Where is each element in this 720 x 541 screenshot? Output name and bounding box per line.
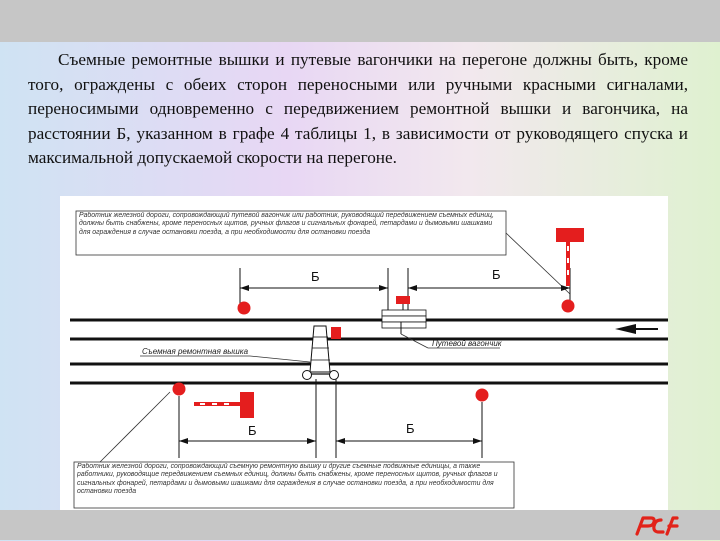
protection-diagram: Работник железной дороги, сопровождающий…	[60, 196, 668, 510]
distance-label: Б	[311, 269, 320, 284]
red-signal-disc	[172, 382, 186, 396]
top-note-box	[75, 210, 507, 256]
direction-arrow	[615, 324, 658, 334]
upper-dimensions	[239, 268, 571, 312]
hand-flag-signal	[194, 392, 254, 418]
bottom-note-box	[73, 461, 515, 509]
red-signal-disc	[475, 388, 489, 402]
distance-label: Б	[492, 267, 501, 282]
repair-tower	[302, 325, 341, 380]
distance-label: Б	[406, 421, 415, 436]
top-note-leader	[505, 232, 571, 295]
bottom-note-leader	[99, 391, 171, 463]
top-bar	[0, 0, 720, 42]
body-paragraph: Съемные ремонтные вышки и путевые вагонч…	[28, 50, 688, 167]
distance-label: Б	[248, 423, 257, 438]
tower-label: Съемная ремонтная вышка	[142, 347, 249, 356]
lower-dimensions	[178, 379, 483, 458]
arrowhead	[179, 438, 188, 444]
track-wagon	[381, 296, 427, 334]
arrowhead	[561, 285, 570, 291]
top-note: Работник железной дороги, сопровождающий…	[79, 212, 494, 236]
rzd-logo	[633, 514, 681, 541]
arrowhead	[240, 285, 249, 291]
bottom-note: Работник железной дороги, сопровождающий…	[77, 463, 498, 496]
red-signal-disc	[237, 301, 251, 315]
arrowhead	[473, 438, 482, 444]
wagon-label: Путевой вагончик	[432, 339, 503, 348]
hand-flag-signal	[556, 228, 584, 286]
arrowhead	[307, 438, 316, 444]
red-signal-disc	[561, 299, 575, 313]
tower-leader	[249, 355, 311, 363]
arrowhead	[379, 285, 388, 291]
bottom-bar	[0, 510, 720, 540]
arrowhead	[408, 285, 417, 291]
arrowhead	[336, 438, 345, 444]
wagon-leader	[400, 333, 429, 349]
